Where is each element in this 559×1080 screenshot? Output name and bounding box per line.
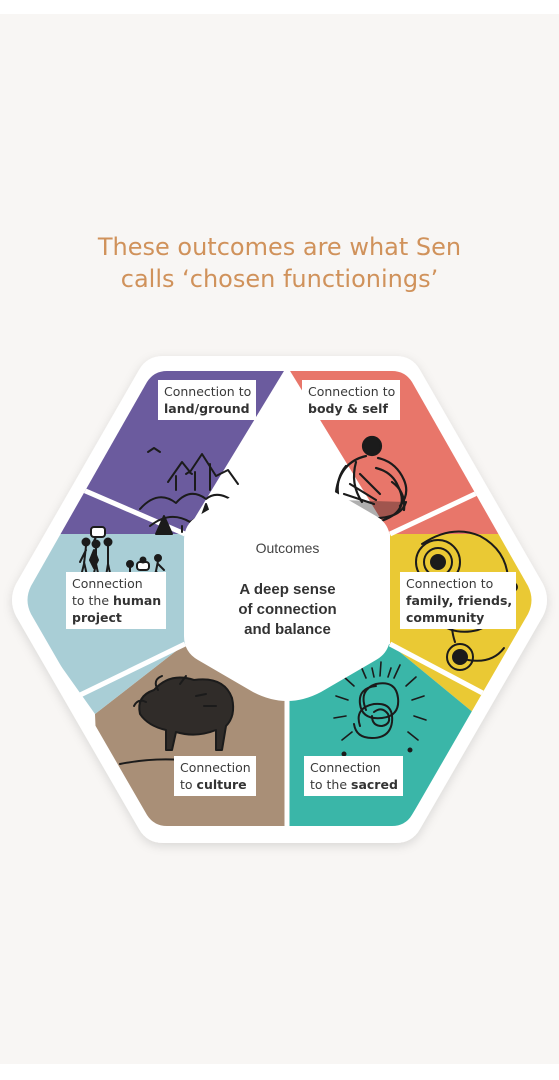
label-human-line1: Connection [72,576,143,591]
label-land-bold: land/ground [164,401,250,416]
label-family-bold: family, friends, [406,593,513,608]
label-culture-line1: Connection [180,760,251,775]
label-sacred-pre: to the [310,777,352,792]
label-culture-bold: culture [196,777,247,792]
center-outcome: A deep sense of connection and balance [0,580,559,640]
label-sacred-line1: Connection [310,760,381,775]
label-body: Connection to body & self [302,380,401,420]
label-body-bold: body & self [308,401,388,416]
label-land-line1: Connection to [164,384,252,399]
page-title: These outcomes are what Sen calls ‘chose… [0,231,559,295]
label-family-line1: Connection to [406,576,494,591]
label-land: Connection to land/ground [158,380,257,420]
label-culture: Connection to culture [174,756,256,796]
center-outcome-line3: and balance [244,621,331,638]
label-sacred-bold: sacred [351,777,398,792]
label-family-bold2: community [406,610,485,625]
center-outcome-line1: A deep sense [239,581,336,598]
label-human-pre: to the [72,593,114,608]
label-sacred: Connection to the sacred [304,756,403,796]
title-line-2: calls ‘chosen functionings’ [120,265,439,293]
center-label: Outcomes [255,540,320,556]
label-human-bold2: project [72,610,122,625]
label-human: Connection to the human project [66,572,167,629]
center-outcome-line2: of connection [238,601,337,618]
label-human-bold: human [113,593,162,608]
canvas: These outcomes are what Sen calls ‘chose… [0,14,559,1064]
label-family: Connection to family, friends, community [400,572,517,629]
outcomes-hexagon-diagram [12,356,547,843]
title-line-1: These outcomes are what Sen [97,233,462,261]
label-body-line1: Connection to [308,384,396,399]
label-culture-pre: to [180,777,197,792]
